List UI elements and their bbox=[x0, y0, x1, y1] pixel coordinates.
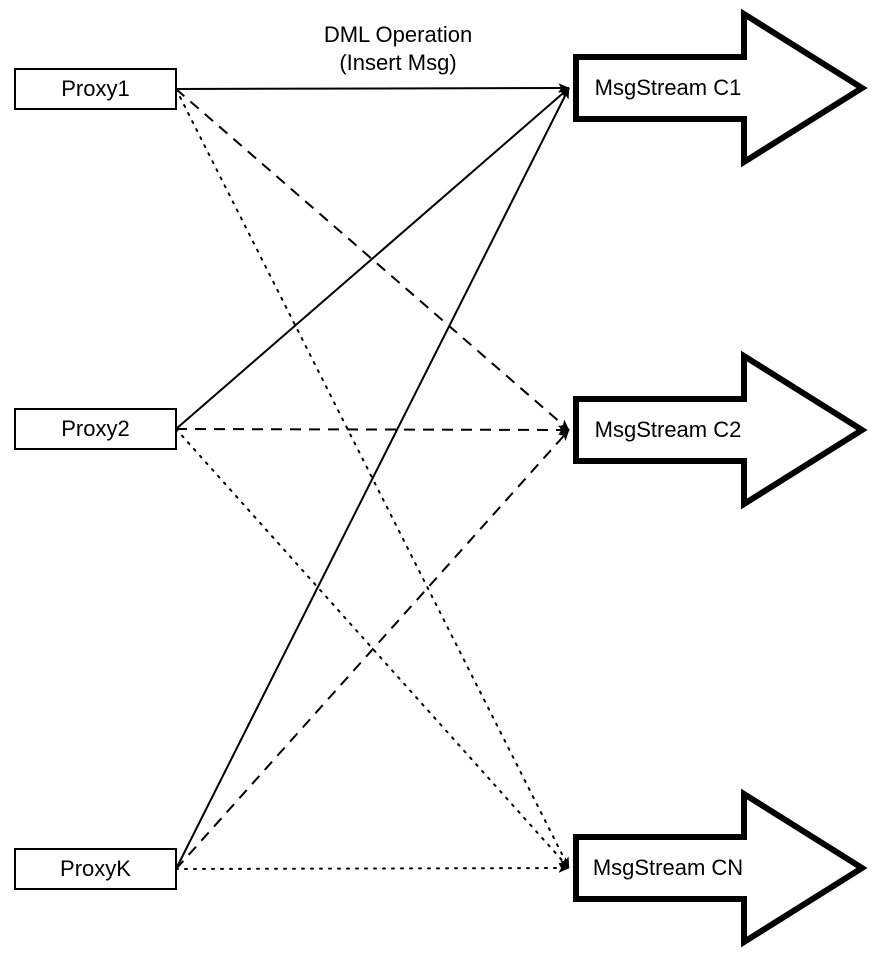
link-proxy2-c2[interactable] bbox=[175, 425, 570, 435]
proxy-label-proxyK: ProxyK bbox=[60, 856, 131, 881]
msgstream-node-cn[interactable]: MsgStream CN bbox=[573, 788, 868, 948]
link-proxy1-c1[interactable] bbox=[175, 83, 570, 93]
msgstream-arrow-shape-cn bbox=[573, 788, 868, 948]
proxy-box-proxy2 bbox=[14, 408, 177, 450]
msgstream-arrow-shape-c2 bbox=[573, 350, 868, 510]
link-proxy1-cn[interactable] bbox=[175, 88, 570, 869]
msgstream-label-c2: MsgStream C2 bbox=[595, 417, 742, 442]
proxy-node-proxy1[interactable]: Proxy1 bbox=[14, 68, 177, 110]
link-line-proxyK-cn bbox=[175, 863, 570, 873]
link-line-proxy1-c2 bbox=[175, 88, 570, 431]
edge-caption-line-2: (Insert Msg) bbox=[339, 50, 456, 75]
msgstream-node-c2[interactable]: MsgStream C2 bbox=[573, 350, 868, 510]
link-line-proxyK-c2 bbox=[175, 429, 570, 870]
msgstream-node-c1[interactable]: MsgStream C1 bbox=[573, 8, 868, 168]
proxy-box-proxy1 bbox=[14, 68, 177, 110]
link-proxy2-c1[interactable] bbox=[175, 87, 570, 430]
link-line-proxy2-c2 bbox=[175, 425, 570, 435]
edge-caption-line-1: DML Operation bbox=[324, 22, 472, 47]
msgstream-arrow-shape-c1 bbox=[573, 8, 868, 168]
link-line-proxy1-c1 bbox=[175, 83, 570, 93]
edge-caption-group: DML Operation (Insert Msg) bbox=[324, 22, 472, 75]
proxy-node-proxy2[interactable]: Proxy2 bbox=[14, 408, 177, 450]
proxy-label-proxy2: Proxy2 bbox=[61, 416, 129, 441]
msgstream-label-c1: MsgStream C1 bbox=[595, 75, 742, 100]
proxy-box-proxyK bbox=[14, 848, 177, 890]
link-line-proxyK-c1 bbox=[175, 87, 570, 870]
link-proxyK-cn[interactable] bbox=[175, 863, 570, 873]
link-proxy2-cn[interactable] bbox=[175, 428, 570, 869]
link-line-proxy2-cn bbox=[175, 428, 570, 869]
msgstream-label-cn: MsgStream CN bbox=[593, 855, 743, 880]
link-line-proxy1-cn bbox=[175, 88, 570, 869]
links-layer bbox=[175, 83, 570, 873]
link-line-proxy2-c1 bbox=[175, 87, 570, 430]
link-proxyK-c2[interactable] bbox=[175, 429, 570, 870]
link-proxyK-c1[interactable] bbox=[175, 87, 570, 870]
proxy-node-proxyK[interactable]: ProxyK bbox=[14, 848, 177, 890]
link-proxy1-c2[interactable] bbox=[175, 88, 570, 431]
proxy-label-proxy1: Proxy1 bbox=[61, 76, 129, 101]
streams-layer: MsgStream C1 MsgStream C2 MsgStream CN bbox=[573, 8, 868, 948]
